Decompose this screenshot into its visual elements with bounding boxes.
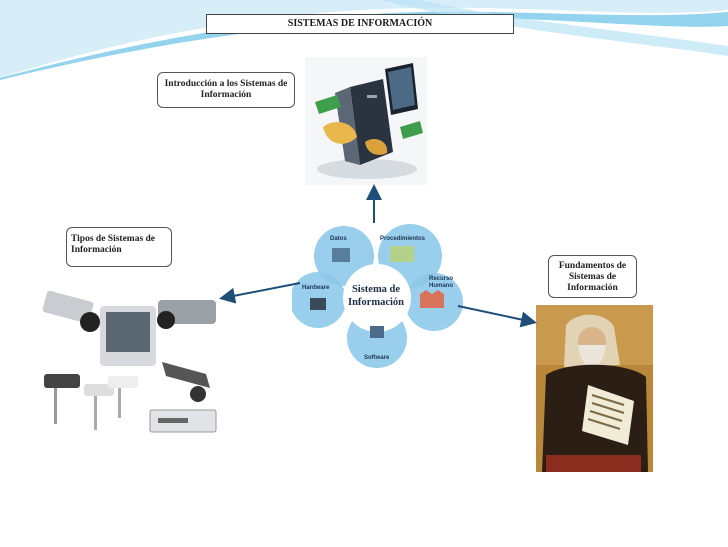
cameras-illustration xyxy=(38,284,226,440)
node-intro-label: Introducción a los Sistemas de Informaci… xyxy=(157,72,295,108)
diagram-title: SISTEMAS DE INFORMACIÓN xyxy=(206,14,514,34)
petal-datos-label: Datos xyxy=(330,236,347,242)
arrow-to-tipos xyxy=(223,283,300,298)
computer-illustration xyxy=(305,57,427,185)
node-tipos-label: Tipos de Sistemas de Información xyxy=(66,227,172,267)
center-label: Sistema de Información xyxy=(340,283,412,309)
scholar-painting xyxy=(536,305,653,472)
node-fundamentos-label: Fundamentos de Sistemas de Información xyxy=(548,255,637,298)
petal-humano-label: Humano xyxy=(429,283,453,289)
petal-hardware-label: Hardware xyxy=(302,285,330,291)
petal-procedimientos-label: Procedimientos xyxy=(380,236,426,242)
petal-recurso-label: Recurso xyxy=(429,276,453,282)
arrow-to-fundamentos xyxy=(458,306,533,322)
petal-software-label: Software xyxy=(364,355,390,361)
